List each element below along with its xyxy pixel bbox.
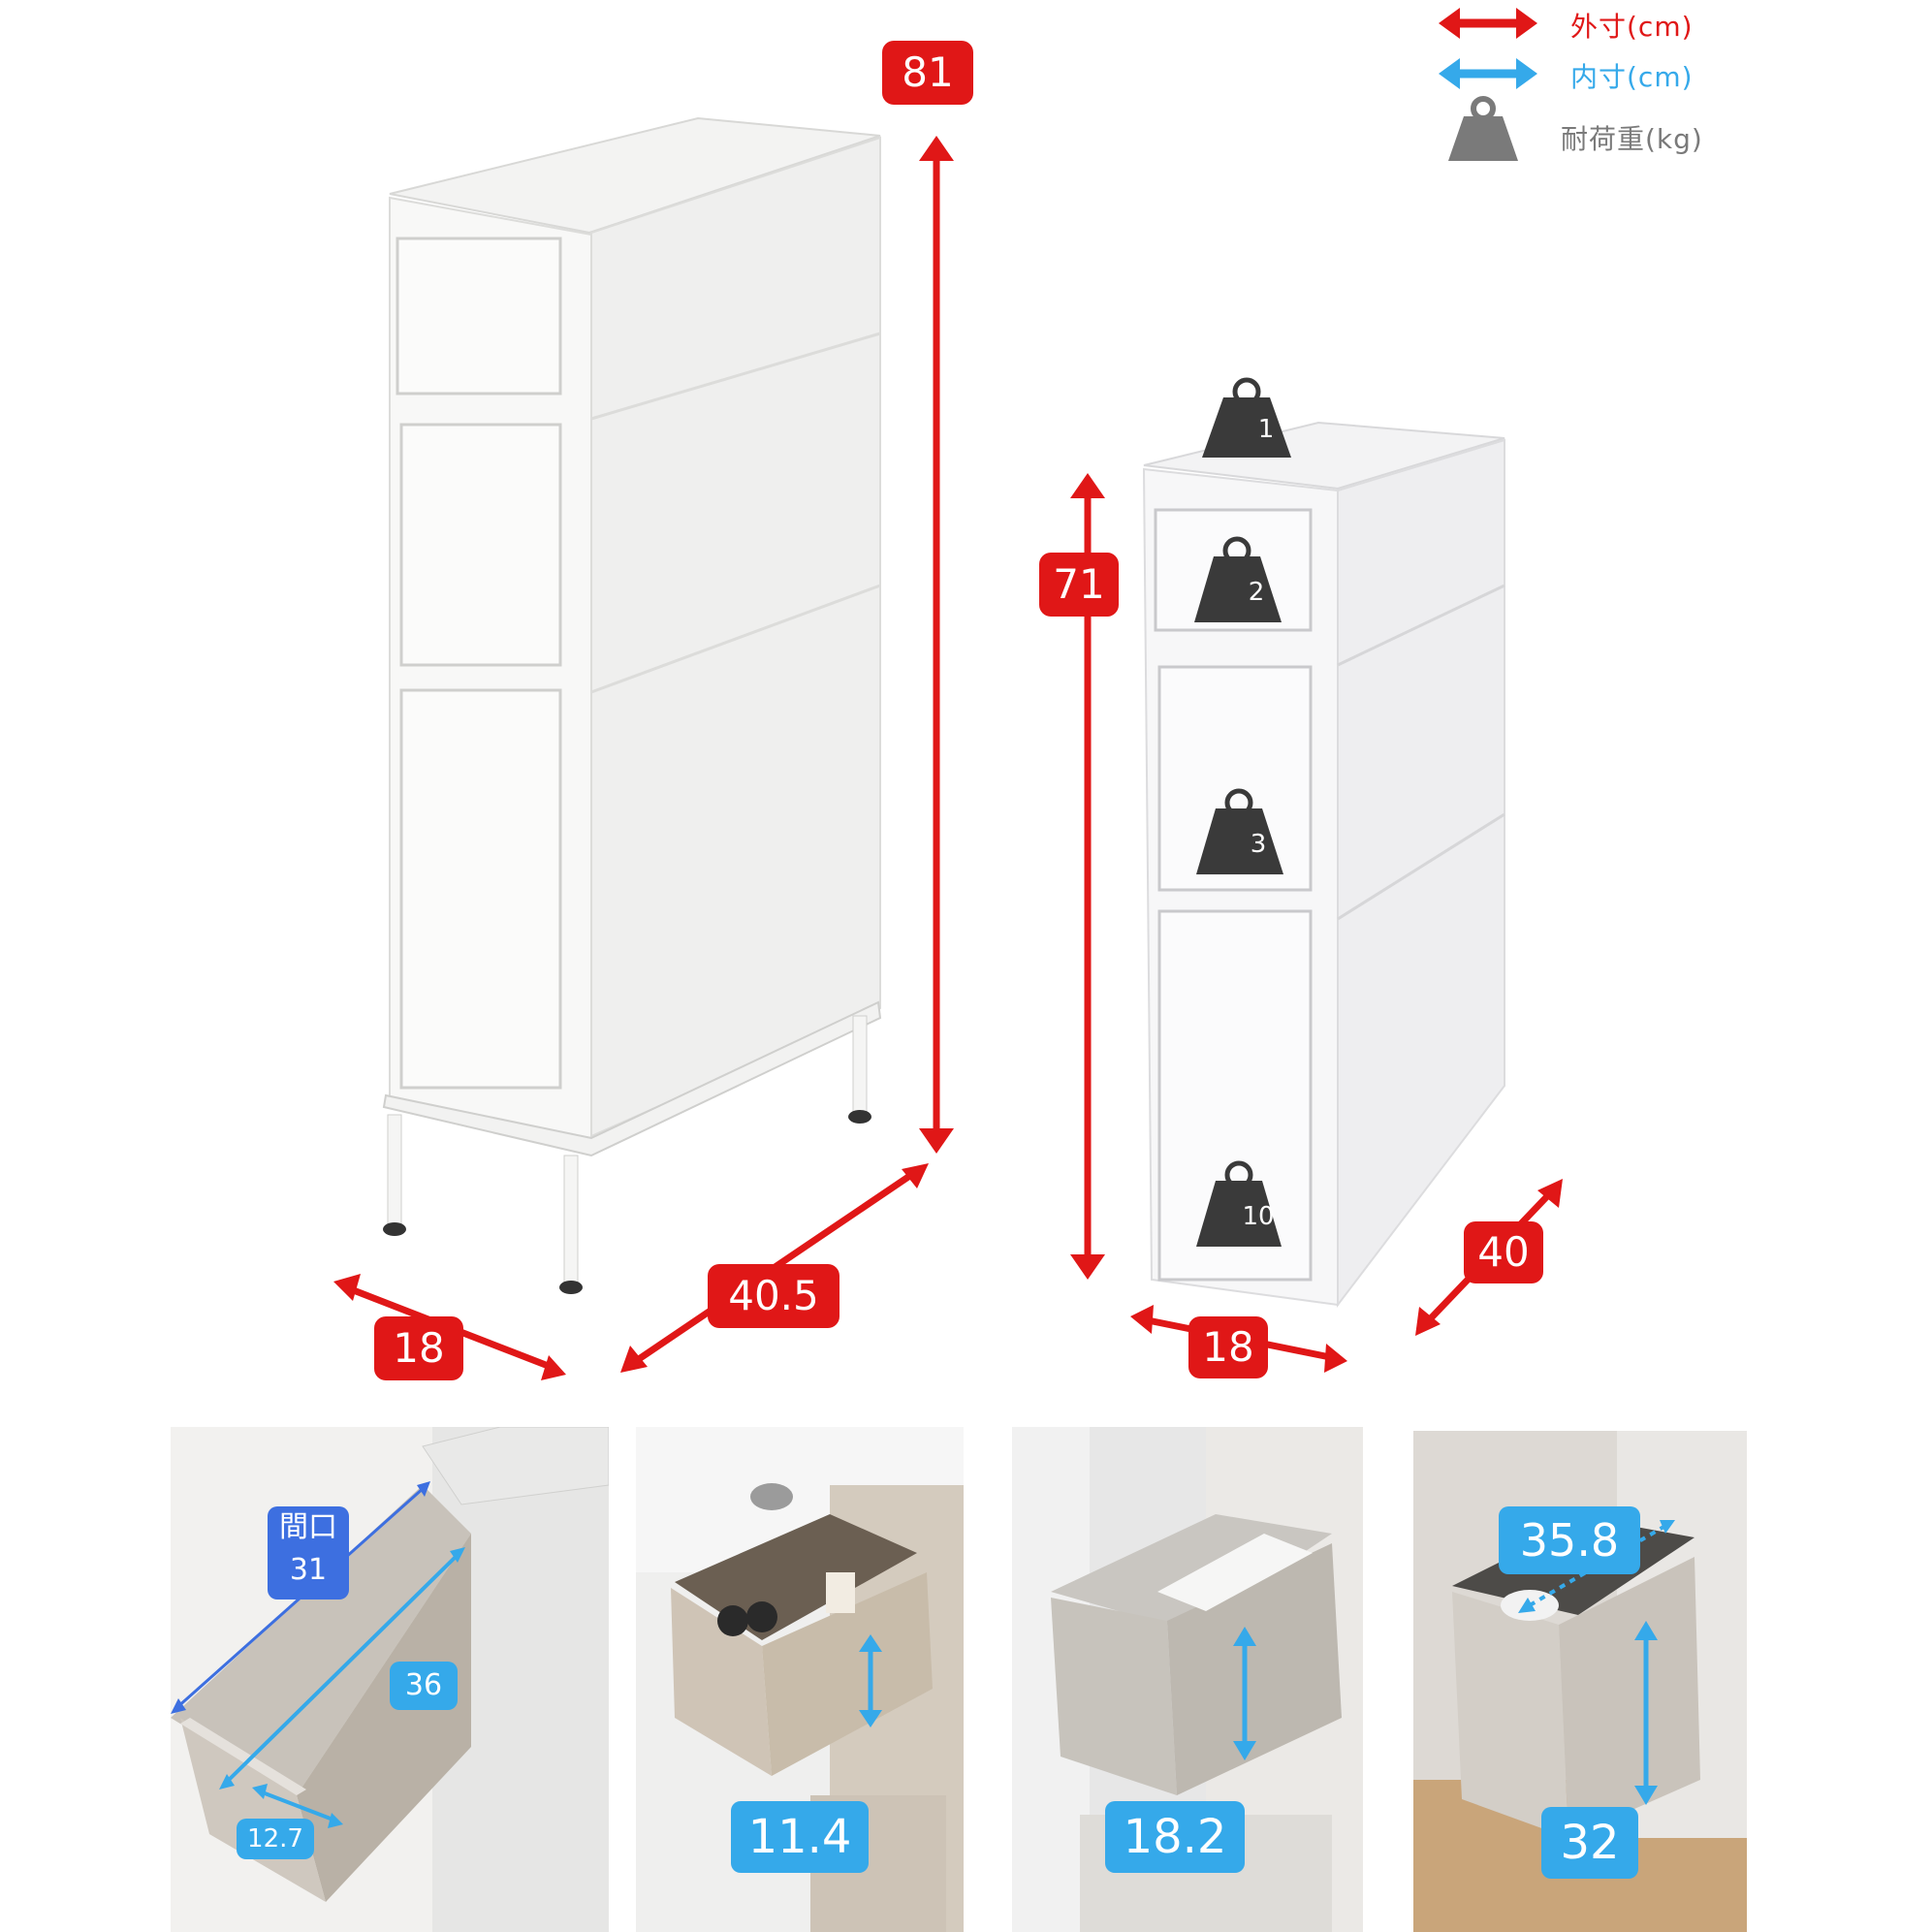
opening-value: 31 [289, 1553, 328, 1587]
weight-icon [1196, 788, 1283, 874]
weight-icon [1448, 96, 1518, 161]
left-drawer-top [396, 237, 562, 396]
drawer-width-tag: 12.7 [237, 1819, 314, 1859]
large-drawer-depth-tag: 35.8 [1499, 1506, 1640, 1574]
weight-icon [1202, 377, 1291, 458]
legend-icons [1439, 8, 1537, 161]
small-drawer-height-tag: 11.4 [731, 1801, 869, 1873]
left-drawer-bottom [399, 688, 562, 1090]
load-drawer1-label: 2 [1248, 578, 1265, 607]
large-drawer-height-tag: 32 [1541, 1807, 1638, 1879]
left-height-label: 81 [882, 41, 973, 105]
legend-outer: 外寸(cm) [1570, 11, 1694, 43]
detail-photo-medium-drawer [1012, 1427, 1363, 1932]
right-height-label: 71 [1039, 553, 1119, 617]
detail-photo-opening [171, 1427, 609, 1932]
load-top-label: 1 [1257, 415, 1275, 444]
legend-inner: 内寸(cm) [1570, 61, 1694, 93]
left-depth-label: 40.5 [708, 1264, 839, 1328]
inner-arrow-icon [1439, 58, 1537, 89]
weight-icon [1194, 536, 1282, 622]
right-unit-illustration [1142, 377, 1505, 1308]
right-depth-label: 40 [1464, 1221, 1543, 1283]
load-drawer2-label: 3 [1250, 830, 1267, 859]
left-height-arrow [919, 136, 954, 1154]
weight-icon [1196, 1160, 1282, 1247]
left-drawer-middle [399, 423, 562, 667]
left-unit-illustration [333, 116, 954, 1380]
opening-tag: 間口 31 [268, 1506, 349, 1599]
right-height-arrow [1070, 473, 1105, 1280]
right-width-label: 18 [1188, 1316, 1268, 1378]
load-drawer3-label: 10 [1242, 1202, 1275, 1231]
opening-label: 間口 [279, 1510, 337, 1544]
left-width-label: 18 [374, 1316, 463, 1380]
medium-drawer-height-tag: 18.2 [1105, 1801, 1245, 1873]
outer-arrow-icon [1439, 8, 1537, 39]
legend-load: 耐荷重(kg) [1561, 123, 1703, 155]
right-unit-arrows [1070, 473, 1563, 1373]
drawer-depth-tag: 36 [390, 1662, 458, 1710]
